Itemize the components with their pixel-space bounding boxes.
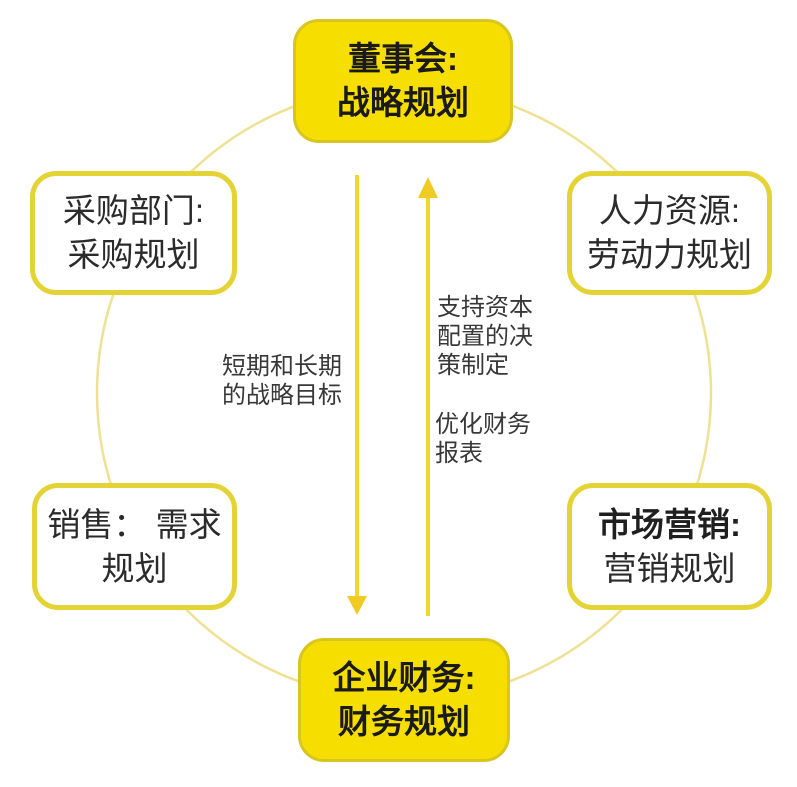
node-board-subtitle: 战略规划 (337, 84, 469, 121)
node-board: 董事会: 战略规划 (293, 19, 513, 143)
node-marketing-title: 市场营销: (598, 505, 741, 543)
node-procurement: 采购部门: 采购规划 (30, 171, 237, 295)
label-optimize-statements-line1: 优化财务 (435, 411, 531, 438)
node-marketing: 市场营销: 营销规划 (567, 483, 772, 610)
node-hr: 人力资源: 劳动力规划 (567, 171, 772, 295)
label-strategic-goals: 短期和长期 的战略目标 (222, 352, 342, 410)
node-procurement-subtitle: 采购规划 (67, 236, 200, 273)
node-finance-title: 企业财务: (332, 659, 476, 696)
label-capital-allocation-line3: 策制定 (437, 352, 509, 379)
node-hr-subtitle: 劳动力规划 (587, 236, 752, 273)
node-finance: 企业财务: 财务规划 (298, 638, 510, 762)
node-finance-subtitle: 财务规划 (338, 703, 470, 740)
label-strategic-goals-line2: 的战略目标 (222, 382, 342, 409)
node-sales: 销售： 需求 规划 (32, 483, 237, 610)
node-hr-title: 人力资源: (598, 192, 741, 229)
label-capital-allocation-line2: 配置的决 (437, 323, 533, 350)
node-board-title: 董事会: (348, 40, 458, 77)
down-arrow (347, 175, 367, 615)
label-capital-allocation: 支持资本 配置的决 策制定 (437, 293, 533, 380)
node-sales-subtitle: 规划 (101, 549, 168, 587)
label-optimize-statements: 优化财务 报表 (435, 410, 531, 468)
node-marketing-subtitle: 营销规划 (603, 549, 736, 587)
label-optimize-statements-line2: 报表 (435, 440, 483, 467)
node-procurement-title: 采购部门: (62, 192, 205, 229)
label-capital-allocation-line1: 支持资本 (437, 294, 533, 321)
node-sales-title: 销售： 需求 (47, 505, 222, 543)
label-strategic-goals-line1: 短期和长期 (222, 353, 342, 380)
up-arrow (418, 177, 438, 616)
